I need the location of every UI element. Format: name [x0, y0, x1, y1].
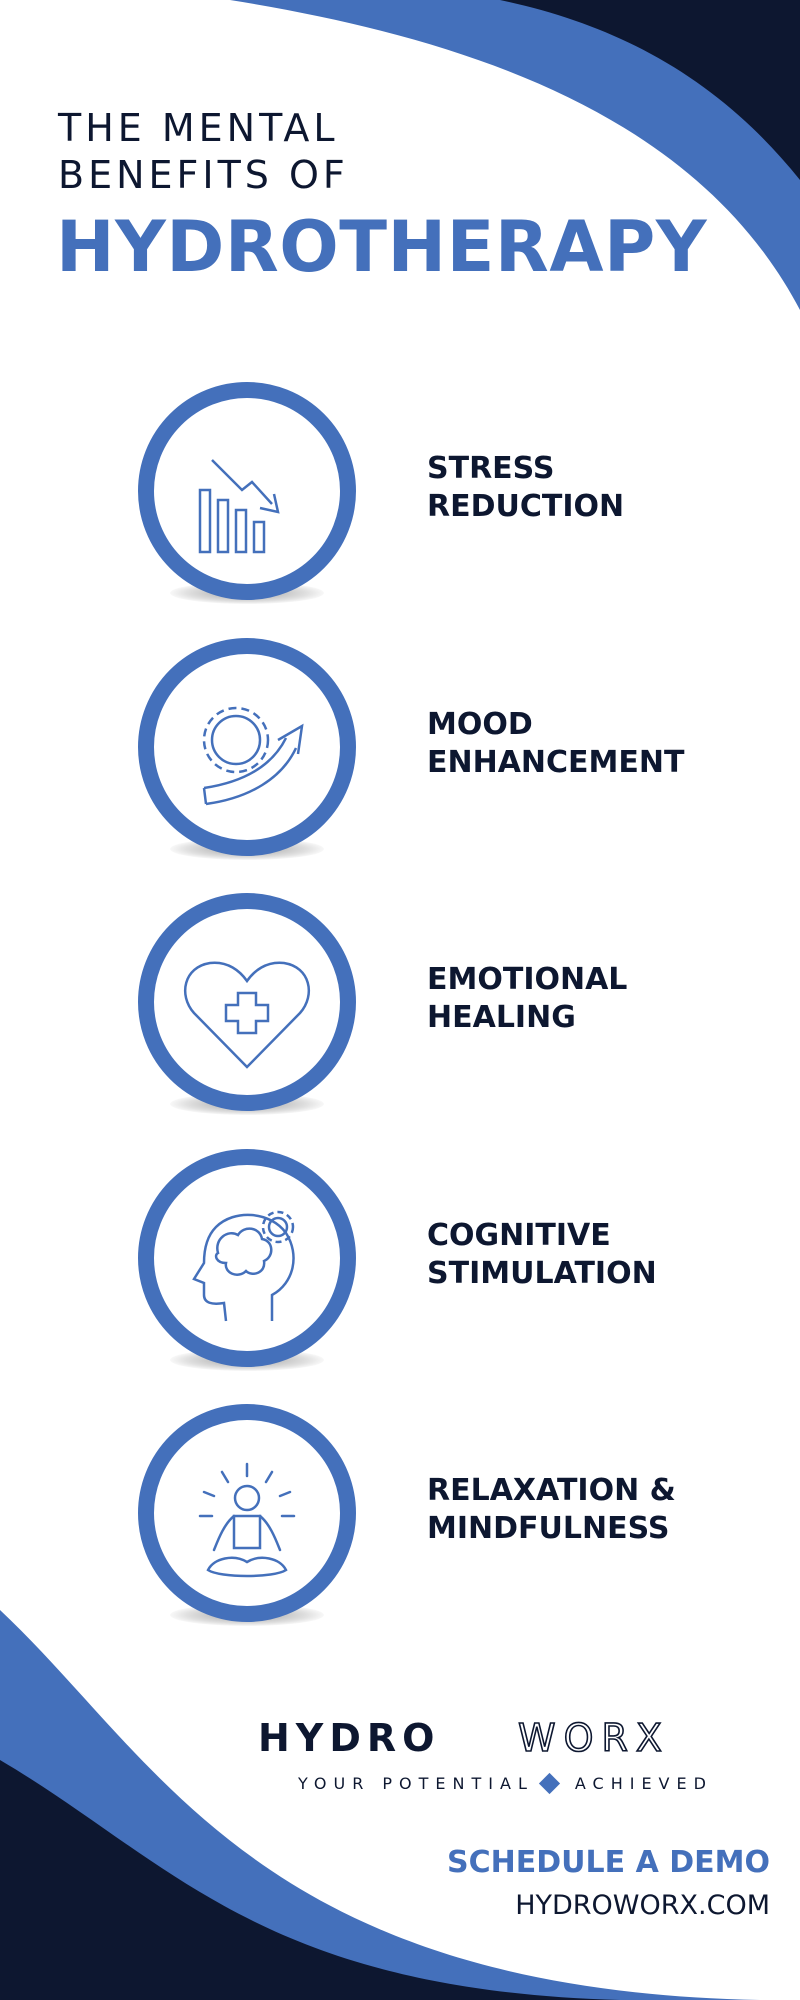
diamond-icon: [538, 1772, 560, 1795]
hydroworx-logo: HYDRO WORX: [258, 1718, 670, 1758]
benefit-label: MOOD ENHANCEMENT: [427, 707, 685, 780]
benefit-emotional-healing: EMOTIONAL HEALING: [0, 893, 800, 1123]
website-link[interactable]: HYDROWORX.COM: [515, 1890, 770, 1921]
benefit-relaxation-mindfulness: RELAXATION & MINDFULNESS: [0, 1404, 800, 1634]
benefit-label: COGNITIVE STIMULATION: [427, 1218, 657, 1291]
gear-arrow-up-icon: [202, 706, 304, 806]
benefit-label: EMOTIONAL HEALING: [427, 962, 628, 1035]
benefit-label: RELAXATION & MINDFULNESS: [427, 1473, 676, 1546]
brand-tagline: YOUR POTENTIAL ACHIEVED: [298, 1772, 713, 1795]
benefit-mood-enhancement: MOOD ENHANCEMENT: [0, 638, 800, 868]
title-highlight: HYDROTHERAPY: [56, 206, 708, 288]
benefit-stress-reduction: STRESS REDUCTION: [0, 382, 800, 612]
title-line-1: THE MENTAL: [58, 106, 339, 150]
benefit-label: STRESS REDUCTION: [427, 451, 625, 524]
svg-text:HYDRO: HYDRO: [258, 1718, 440, 1758]
heart-cross-icon: [184, 961, 310, 1069]
svg-text:WORX: WORX: [518, 1718, 670, 1758]
title-line-2: BENEFITS OF: [58, 153, 349, 197]
declining-bar-chart-icon: [198, 459, 280, 554]
benefit-cognitive-stimulation: COGNITIVE STIMULATION: [0, 1149, 800, 1379]
head-brain-gear-icon: [192, 1210, 295, 1322]
schedule-demo-link[interactable]: SCHEDULE A DEMO: [447, 1845, 770, 1880]
meditation-figure-icon: [198, 1462, 296, 1578]
